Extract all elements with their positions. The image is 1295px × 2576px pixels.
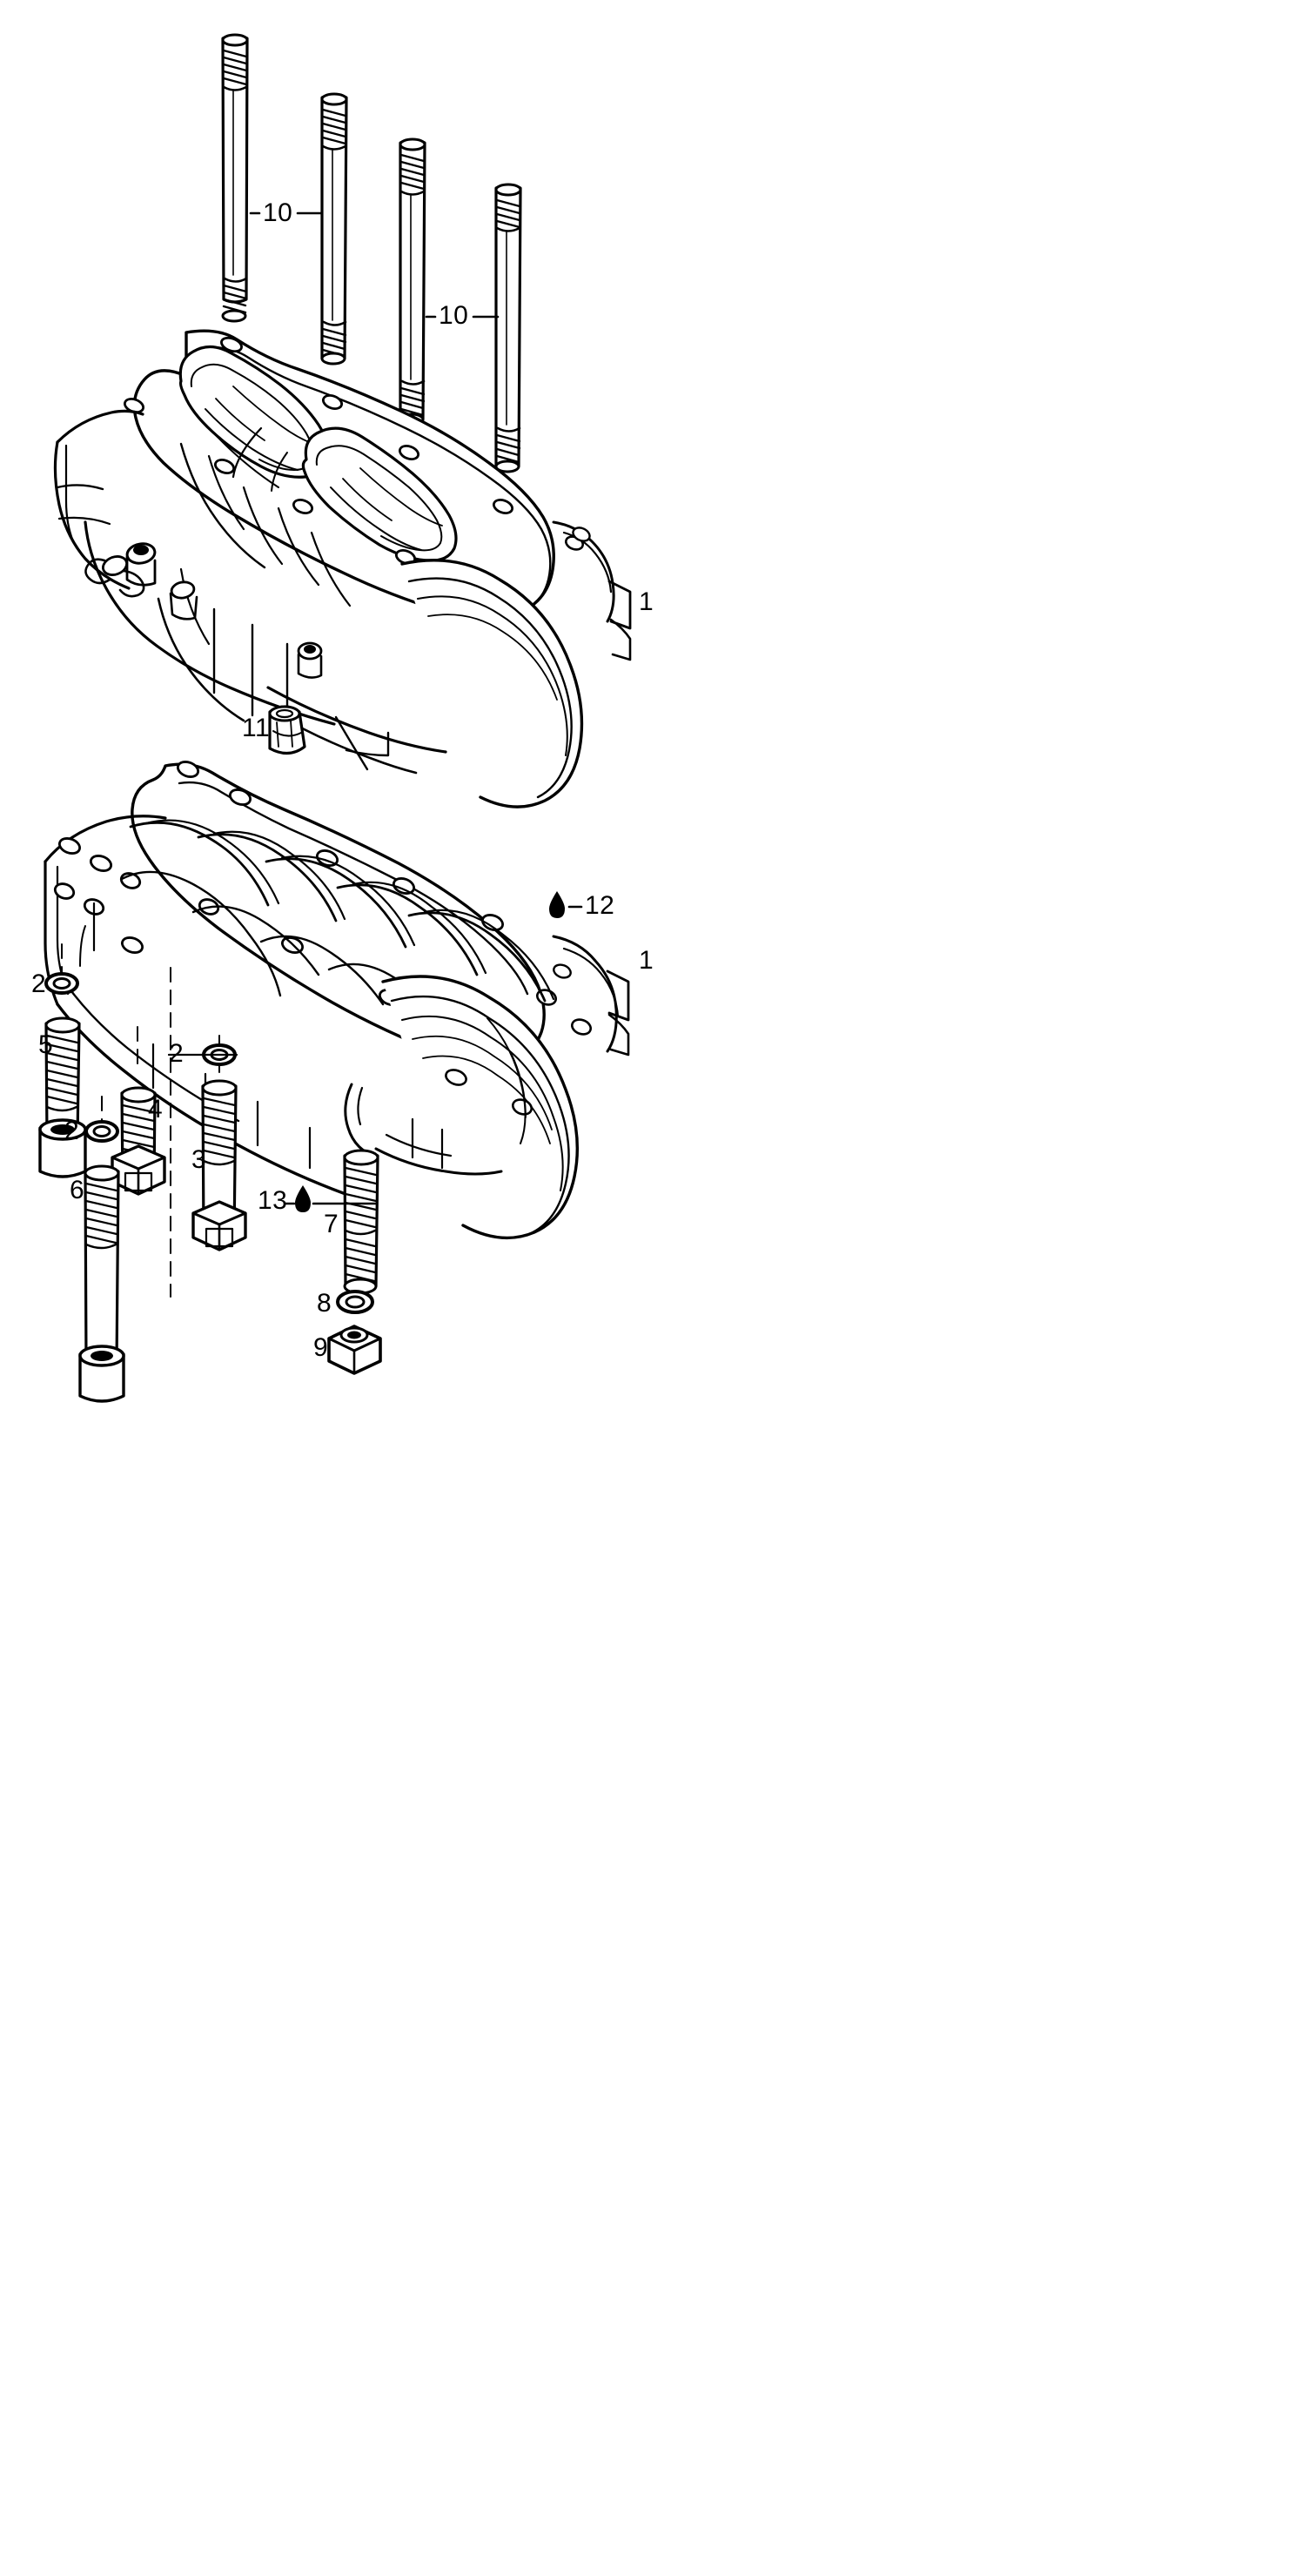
- washer-c: [84, 1120, 119, 1143]
- callout-6: 6: [70, 1176, 85, 1204]
- lower-crankcase-half: [44, 761, 630, 1240]
- bolt-4: [111, 1086, 166, 1196]
- callout-10-lower: 10: [439, 301, 469, 330]
- cylinder-stud-long-b: [320, 92, 348, 366]
- cylinder-stud-short: [494, 183, 522, 473]
- washer-a: [44, 972, 79, 995]
- cylinder-stud-long-a: [221, 33, 249, 323]
- callout-1-upper: 1: [639, 587, 654, 616]
- callout-9: 9: [313, 1333, 329, 1362]
- callout-4: 4: [148, 1095, 164, 1124]
- callout-5: 5: [38, 1030, 54, 1059]
- oil-fittings: [84, 542, 323, 679]
- callout-13: 13: [258, 1186, 288, 1215]
- callout-3: 3: [191, 1145, 207, 1174]
- callout-11: 11: [242, 714, 271, 742]
- washer-8: [336, 1290, 374, 1314]
- dowel-bushing: [268, 705, 306, 755]
- bolt-6: [78, 1164, 125, 1403]
- callout-8: 8: [317, 1289, 332, 1318]
- callout-10-upper: 10: [263, 198, 293, 227]
- sealant-drop-lower: [295, 1185, 311, 1212]
- callout-2-c: 2: [64, 1117, 80, 1145]
- callout-1-lower: 1: [639, 946, 654, 975]
- sealant-drop-upper: [549, 891, 565, 918]
- callout-2-a: 2: [31, 969, 47, 998]
- stud-7: [343, 1149, 379, 1295]
- bolt-3: [191, 1079, 247, 1251]
- cylinder-stud-long-c: [399, 138, 426, 426]
- callout-7: 7: [324, 1210, 339, 1238]
- upper-crankcase-half: [53, 329, 632, 808]
- callout-12: 12: [585, 891, 615, 920]
- callout-2-b: 2: [169, 1039, 185, 1068]
- bolt-5: [38, 1016, 87, 1178]
- nut-9: [327, 1325, 382, 1375]
